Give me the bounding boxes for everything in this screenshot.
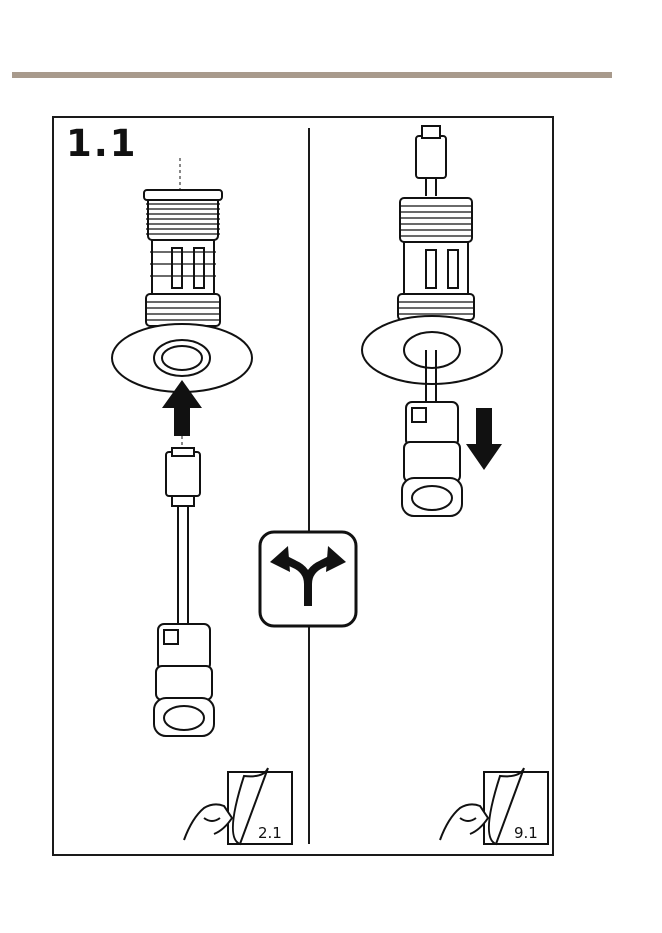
page-reference-right: 9.1	[514, 824, 538, 842]
page-reference-left: 2.1	[258, 824, 282, 842]
cable-left-illustration	[154, 448, 214, 736]
arrow-down-icon	[466, 408, 502, 470]
instruction-panel: 1.1	[52, 116, 554, 856]
fork-arrow-icon	[260, 532, 356, 626]
housing-left-illustration	[112, 158, 252, 392]
illustration-canvas	[54, 118, 552, 854]
header-rule	[12, 72, 612, 78]
